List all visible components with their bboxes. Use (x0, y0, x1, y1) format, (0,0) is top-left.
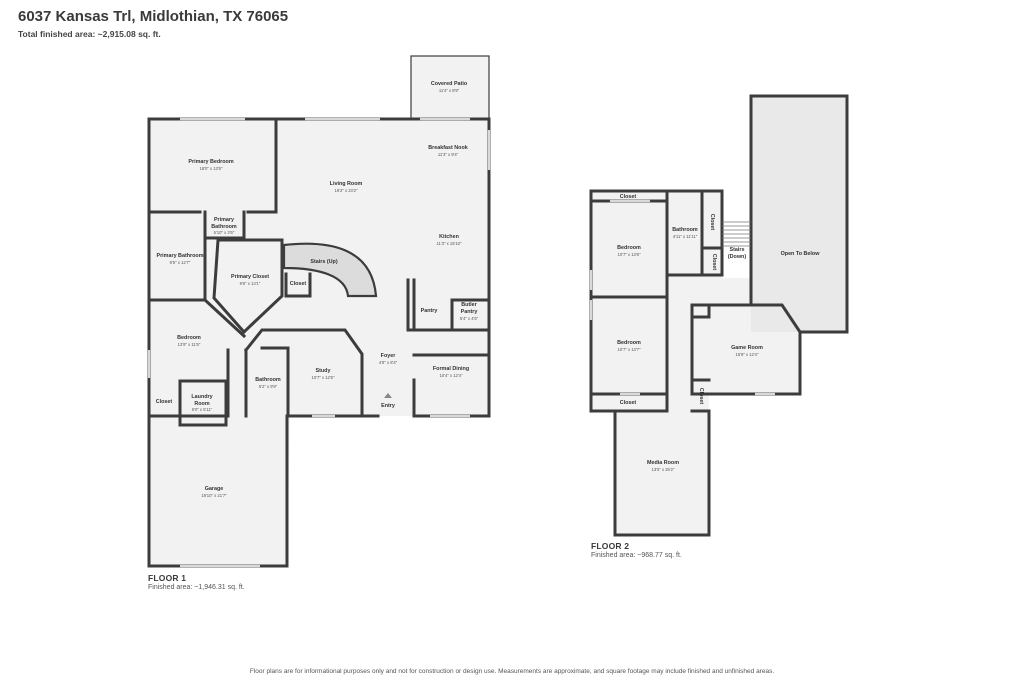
room-stairs-down: Stairs (730, 247, 745, 253)
room-pantry: Pantry (421, 308, 438, 314)
svg-text:15'9" x 12'4": 15'9" x 12'4" (736, 352, 759, 357)
svg-text:6'0" x 5'11": 6'0" x 5'11" (192, 407, 213, 412)
room-closet-a: Closet (709, 214, 715, 231)
svg-text:Pantry: Pantry (461, 309, 478, 315)
svg-text:5'4" x 4'5": 5'4" x 4'5" (460, 316, 479, 321)
total-area: Total finished area: ~2,915.08 sq. ft. (18, 29, 161, 39)
room-media-room: Media Room (647, 460, 679, 466)
room-primary-bathroom: Primary Bathroom (156, 253, 203, 259)
floor2-plan (589, 94, 849, 537)
property-address: 6037 Kansas Trl, Midlothian, TX 76065 (18, 8, 289, 25)
room-game-room: Game Room (731, 345, 763, 351)
svg-text:9'6" x 13'1": 9'6" x 13'1" (240, 281, 261, 286)
room-bedroom: Bedroom (177, 335, 201, 341)
room-open-to-below: Open To Below (781, 251, 821, 257)
svg-text:11'3" x 15'10": 11'3" x 15'10" (437, 241, 462, 246)
svg-text:11'4" x 8'9": 11'4" x 8'9" (439, 88, 460, 93)
room-bathroom: Bathroom (255, 377, 281, 383)
svg-text:(Down): (Down) (728, 254, 746, 260)
svg-text:9'5" x 12'7": 9'5" x 12'7" (170, 260, 191, 265)
svg-text:11'3" x 9'4": 11'3" x 9'4" (438, 152, 459, 157)
room-primary-closet: Primary Closet (231, 274, 269, 280)
svg-text:13'9" x 11'5": 13'9" x 11'5" (178, 342, 201, 347)
floor1-area: Finished area: ~1,946.31 sq. ft. (148, 584, 245, 591)
room-closet-2: Closet (156, 399, 173, 405)
svg-text:Bathroom: Bathroom (211, 224, 237, 230)
svg-text:4'8" x 8'4": 4'8" x 8'4" (379, 360, 398, 365)
room-butler-pantry: Butler (461, 302, 477, 308)
room-garage: Garage (205, 486, 224, 492)
svg-text:5'2" x 9'9": 5'2" x 9'9" (259, 384, 278, 389)
room-primary-bedroom: Primary Bedroom (188, 159, 233, 165)
room-closet-top: Closet (620, 194, 637, 200)
room-closet: Closet (290, 281, 307, 287)
room-primary-bathroom-small: Primary (214, 217, 234, 223)
svg-text:19'2" x 23'2": 19'2" x 23'2" (335, 188, 358, 193)
room-closet-c: Closet (698, 388, 704, 405)
svg-text:5'10" x 3'6": 5'10" x 3'6" (214, 230, 235, 235)
svg-text:10'7" x 13'6": 10'7" x 13'6" (618, 252, 641, 257)
room-entry: Entry (381, 403, 395, 409)
room-closet-bottom: Closet (620, 400, 637, 406)
room-closet-b: Closet (711, 254, 717, 271)
svg-text:10'7" x 12'6": 10'7" x 12'6" (312, 375, 335, 380)
svg-text:4'11" x 11'11": 4'11" x 11'11" (673, 234, 698, 239)
svg-text:Room: Room (194, 401, 209, 407)
room-bedroom-top: Bedroom (617, 245, 641, 251)
floor1-label: FLOOR 1 (148, 573, 187, 583)
disclaimer-text: Floor plans are for informational purpos… (249, 668, 775, 675)
floor1-labels: Covered Patio 11'4" x 8'9" Primary Bedro… (156, 81, 479, 498)
stairs-up-shape (282, 242, 378, 298)
room-covered-patio: Covered Patio (431, 81, 468, 87)
svg-text:10'7" x 13'7": 10'7" x 13'7" (618, 347, 641, 352)
room-bathroom-2: Bathroom (672, 227, 698, 233)
svg-text:18'0" x 13'5": 18'0" x 13'5" (200, 166, 223, 171)
room-bedroom-bottom: Bedroom (617, 340, 641, 346)
svg-text:10'4" x 12'4": 10'4" x 12'4" (440, 373, 463, 378)
room-stairs-up: Stairs (Up) (310, 259, 337, 265)
room-living-room: Living Room (330, 181, 363, 187)
svg-text:13'5" x 25'2": 13'5" x 25'2" (652, 467, 675, 472)
floor2-area: Finished area: ~968.77 sq. ft. (591, 552, 682, 559)
floor2-labels: Closet Bedroom 10'7" x 13'6" Bathroom 4'… (617, 194, 820, 472)
room-kitchen: Kitchen (439, 234, 459, 240)
entry-arrow-icon (384, 393, 392, 398)
room-laundry: Laundry (191, 394, 212, 400)
room-foyer: Foyer (381, 353, 397, 359)
stairs-down-shape (722, 221, 751, 247)
open-to-below-area (751, 96, 847, 332)
floor2-label: FLOOR 2 (591, 541, 630, 551)
room-formal-dining: Formal Dining (433, 366, 469, 372)
room-study: Study (316, 368, 331, 374)
room-breakfast-nook: Breakfast Nook (428, 145, 468, 151)
floor1-plan (147, 55, 491, 568)
svg-text:19'10" x 21'7": 19'10" x 21'7" (201, 493, 227, 498)
